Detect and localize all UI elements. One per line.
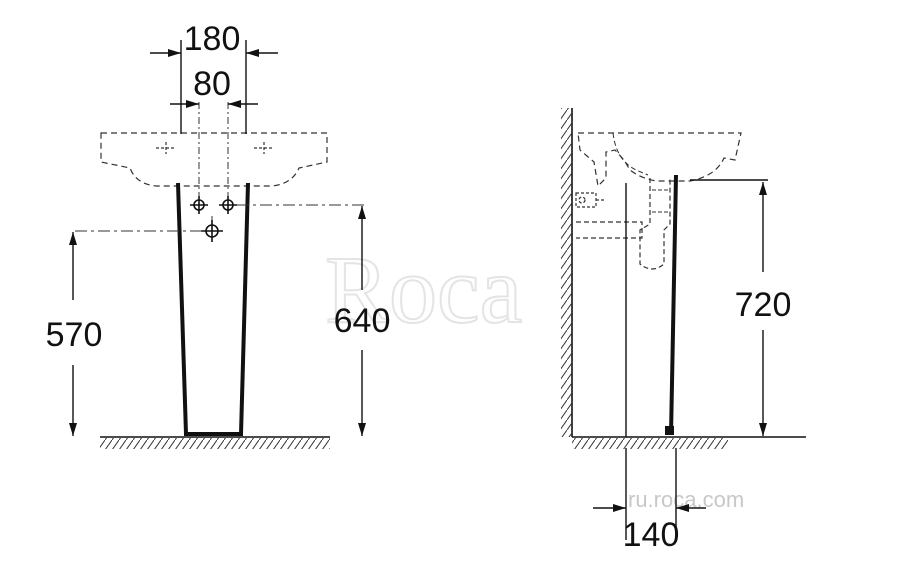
dimension-640-label: 640 [334, 302, 391, 340]
front-pedestal [176, 182, 250, 436]
side-trap-outline [639, 178, 671, 270]
tap-hole-right-icon [254, 142, 274, 154]
pedestal-foot-icon [665, 426, 674, 435]
side-basin-outline [577, 132, 742, 188]
side-drain-pipe [576, 221, 643, 239]
supply-point-left-icon [190, 196, 208, 214]
wall-hatch [561, 108, 572, 437]
side-view: 720 140 [561, 108, 806, 554]
front-floor-hatch [100, 438, 330, 449]
dimension-80-label: 80 [193, 65, 231, 103]
dimension-140-label: 140 [623, 516, 680, 554]
side-valve-icon [575, 192, 606, 208]
drain-point-icon [201, 220, 223, 242]
front-view: 180 80 570 640 [46, 20, 391, 449]
dimension-720-label: 720 [735, 286, 792, 324]
dimension-180-label: 180 [184, 20, 241, 58]
tap-hole-left-icon [156, 142, 176, 154]
roca-logo-watermark: Roca [325, 236, 522, 343]
supply-point-right-icon [219, 196, 237, 214]
side-pedestal-back [669, 174, 678, 436]
front-basin-outline [100, 132, 328, 187]
dimension-570-label: 570 [46, 316, 103, 354]
side-floor-hatch [572, 438, 728, 449]
